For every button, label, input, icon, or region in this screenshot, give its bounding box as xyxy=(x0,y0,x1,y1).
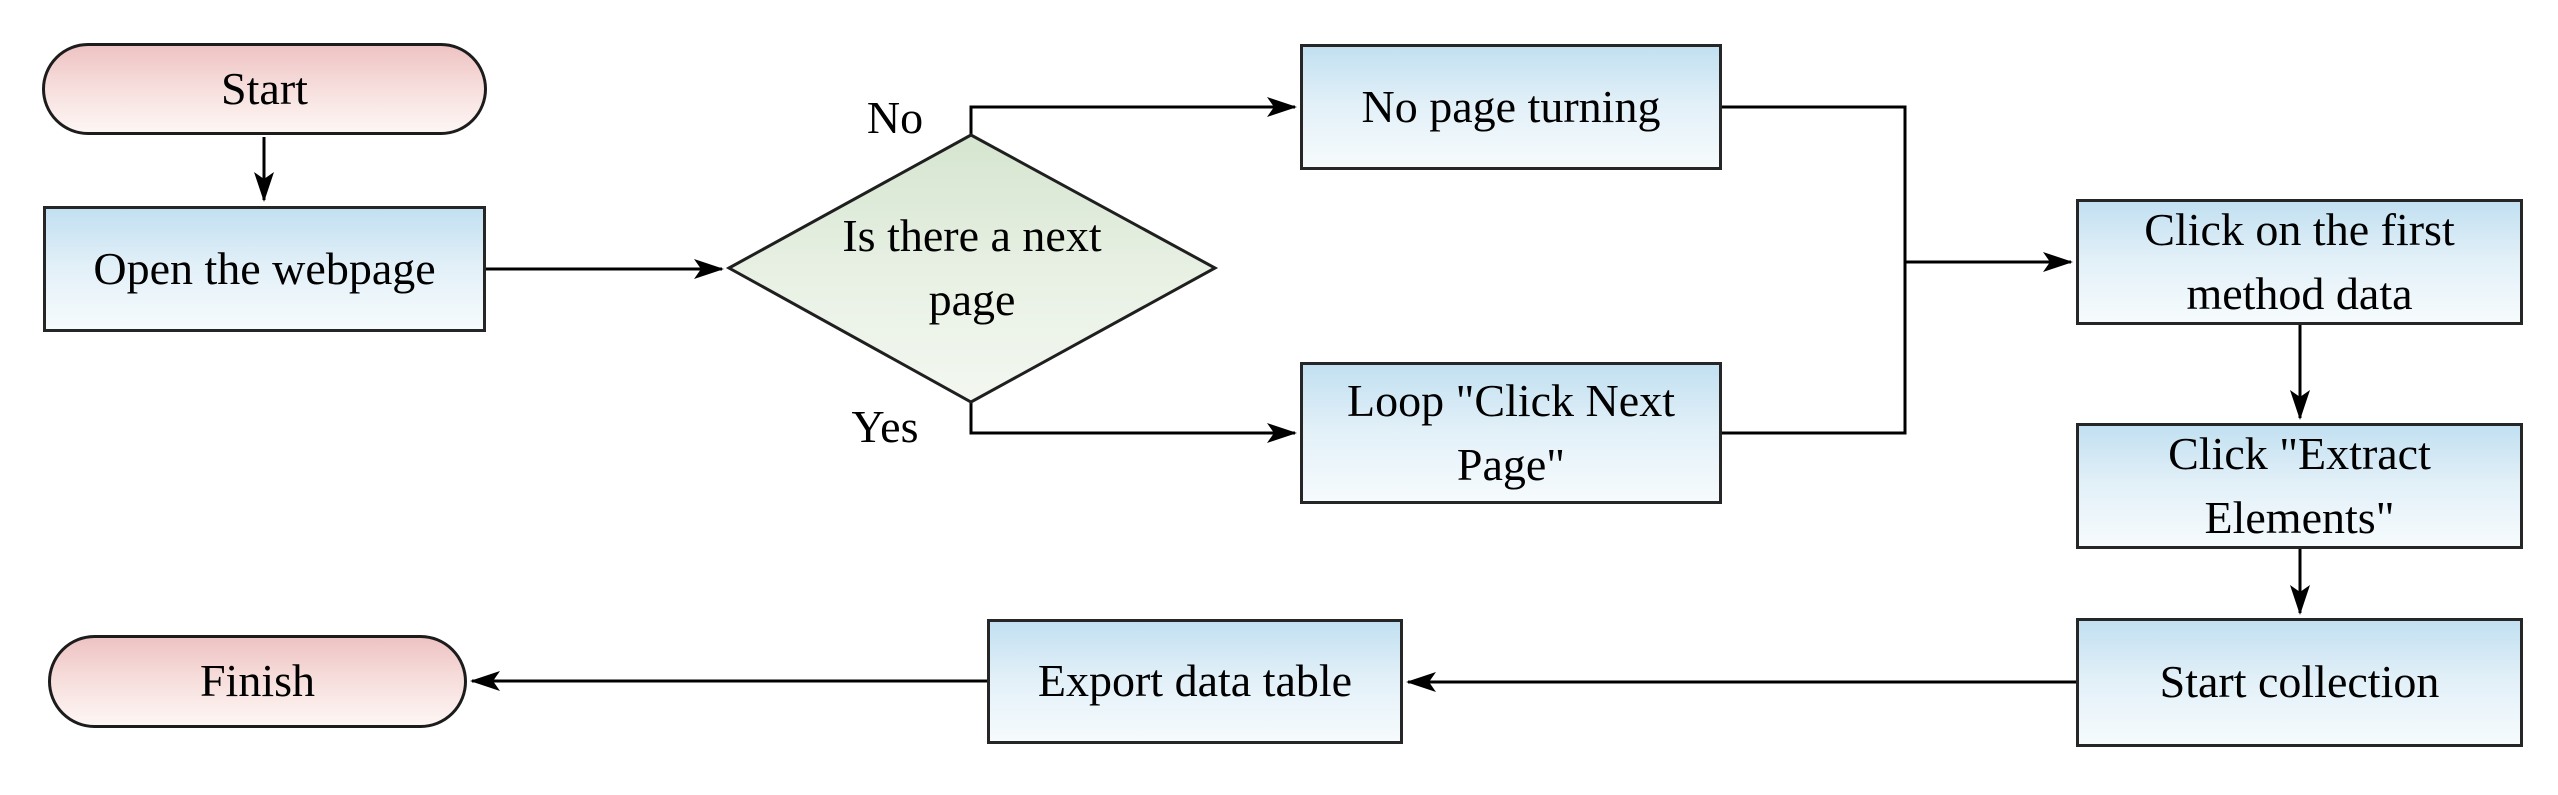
decision-diamond-text: Is there a next page xyxy=(832,198,1112,338)
edge-loop-to-junction xyxy=(1722,262,1907,435)
edge-decision-no-branch xyxy=(969,97,1297,135)
start-terminator: Start xyxy=(42,43,487,135)
decision-label: Is there a next page xyxy=(842,209,1102,325)
export-data-table-label: Export data table xyxy=(1037,655,1353,707)
start-collection-label: Start collection xyxy=(2159,656,2440,708)
no-page-turning-process: No page turning xyxy=(1300,44,1722,170)
start-collection-process: Start collection xyxy=(2076,618,2523,747)
edge-label-yes: Yes xyxy=(825,401,945,453)
no-label: No xyxy=(866,92,924,143)
loop-click-next-page-process: Loop "Click Next Page" xyxy=(1300,362,1722,504)
export-data-table-process: Export data table xyxy=(987,619,1403,744)
edge-decision-yes-branch xyxy=(969,402,1297,443)
click-first-method-data-label: Click on the first method data xyxy=(2144,203,2455,319)
edge-nopage-to-junction xyxy=(1722,105,1907,262)
finish-terminator: Finish xyxy=(48,635,467,728)
loop-click-next-page-label: Loop "Click Next Page" xyxy=(1347,374,1675,490)
click-first-method-data-process: Click on the first method data xyxy=(2076,199,2523,325)
start-label: Start xyxy=(221,62,308,114)
edge-label-no: No xyxy=(835,92,955,144)
click-extract-elements-label: Click "Extract Elements" xyxy=(2168,427,2431,543)
finish-label: Finish xyxy=(199,655,316,707)
open-webpage-process: Open the webpage xyxy=(43,206,486,332)
open-webpage-label: Open the webpage xyxy=(93,242,436,294)
yes-label: Yes xyxy=(851,401,919,452)
decision-diamond-shape xyxy=(725,133,1219,404)
click-extract-elements-process: Click "Extract Elements" xyxy=(2076,423,2523,549)
no-page-turning-label: No page turning xyxy=(1361,80,1661,132)
